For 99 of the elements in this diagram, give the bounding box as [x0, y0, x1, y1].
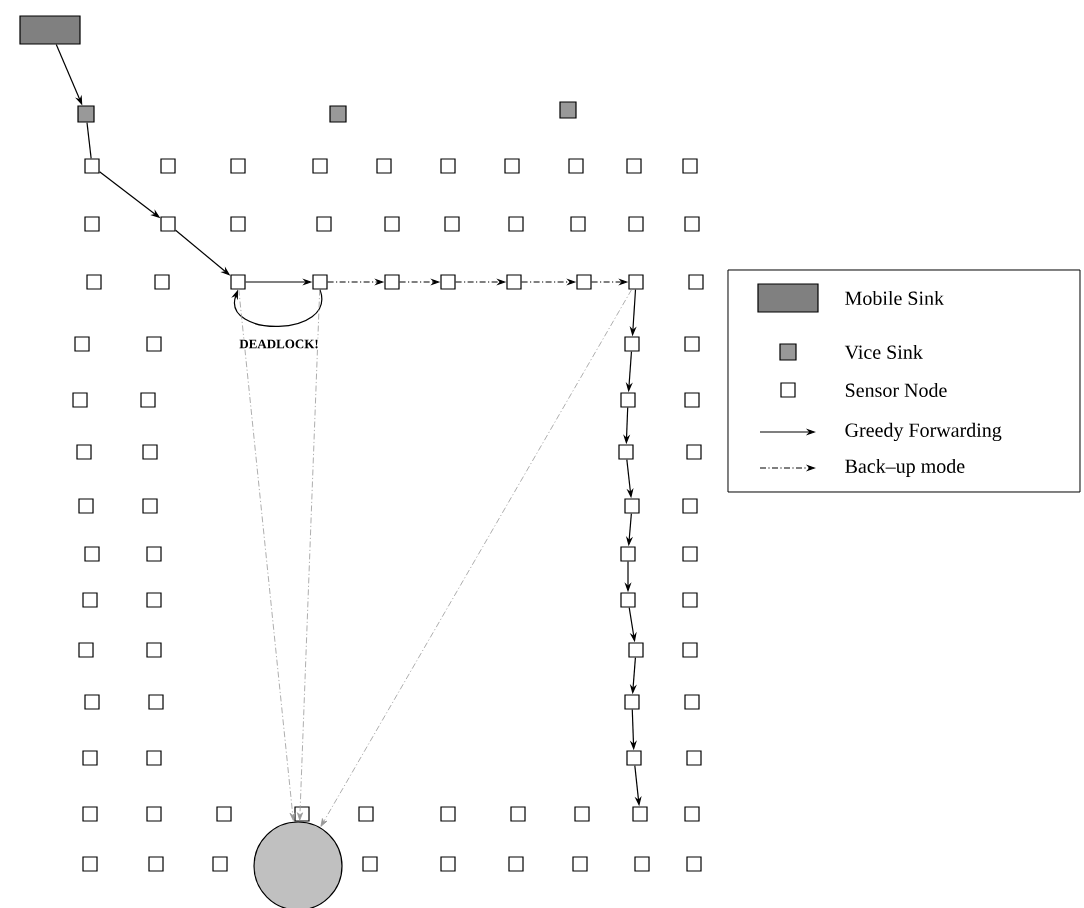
sensor-square — [682, 592, 698, 608]
curved-arrow — [231, 289, 323, 327]
vice-sink-square — [559, 101, 577, 119]
sensor-square — [628, 642, 644, 658]
sensor-square — [86, 274, 102, 290]
sensor-square — [84, 694, 100, 710]
sensor-square — [618, 444, 634, 460]
sensor-square — [212, 856, 228, 872]
sensor-square — [682, 546, 698, 562]
sensor-square — [510, 806, 526, 822]
sensor-square — [574, 806, 590, 822]
sensor-square — [384, 216, 400, 232]
sensor-square — [82, 806, 98, 822]
sensor-square — [146, 642, 162, 658]
sensor-square — [620, 546, 636, 562]
vice-sink-square — [77, 105, 95, 123]
sensor-square — [684, 806, 700, 822]
sensor-square — [626, 158, 642, 174]
sensor-square — [632, 806, 648, 822]
sensor-square — [576, 274, 592, 290]
sensor-square — [686, 856, 702, 872]
sensor-square — [160, 216, 176, 232]
sensor-square — [624, 336, 640, 352]
sensor-square — [686, 750, 702, 766]
sensor-square — [316, 216, 332, 232]
sensor-square — [142, 444, 158, 460]
legend-label: Vice Sink — [844, 344, 923, 360]
sensor-square — [82, 750, 98, 766]
sensor-square — [146, 592, 162, 608]
sensor-square — [154, 274, 170, 290]
sensor-square — [628, 274, 644, 290]
sensor-square — [682, 158, 698, 174]
sensor-square — [682, 642, 698, 658]
sensor-square — [384, 274, 400, 290]
sensor-square — [362, 856, 378, 872]
sensor-square — [84, 158, 100, 174]
sensor-square — [688, 274, 704, 290]
sensor-square — [572, 856, 588, 872]
sensor-square — [312, 158, 328, 174]
sensor-square — [570, 216, 586, 232]
sensor-square — [686, 444, 702, 460]
sensor-square — [160, 158, 176, 174]
sensor-square — [624, 694, 640, 710]
connector-line — [86, 122, 92, 159]
sensor-square — [358, 806, 374, 822]
sensor-square — [72, 392, 88, 408]
sensor-square — [74, 336, 90, 352]
sensor-square — [230, 274, 246, 290]
sensor-square — [84, 216, 100, 232]
sensor-square — [146, 546, 162, 562]
sensor-square — [140, 392, 156, 408]
sensor-square — [376, 158, 392, 174]
sensor-square — [82, 592, 98, 608]
legend-label: Mobile Sink — [845, 290, 945, 305]
sensor-square — [620, 392, 636, 408]
sink-circle — [253, 821, 343, 908]
sensor-square — [148, 694, 164, 710]
arrow — [297, 289, 321, 821]
sensor-square — [440, 158, 456, 174]
legend-label: Sensor Node — [845, 382, 947, 397]
sensor-square — [684, 392, 700, 408]
sensor-square — [84, 546, 100, 562]
sensor-square — [146, 750, 162, 766]
sensor-square — [508, 216, 524, 232]
sensor-square — [506, 274, 522, 290]
sensor-square — [682, 498, 698, 514]
sensor-square — [142, 498, 158, 514]
sensor-square — [568, 158, 584, 174]
sensor-square — [148, 856, 164, 872]
sensor-square — [146, 806, 162, 822]
sensor-square — [628, 216, 644, 232]
sensor-square — [684, 694, 700, 710]
arrow — [238, 289, 296, 821]
sensor-square — [620, 592, 636, 608]
sensor-square — [634, 856, 650, 872]
sensor-square — [78, 498, 94, 514]
sensor-square — [230, 216, 246, 232]
sensor-square — [82, 856, 98, 872]
sink-rectangle — [19, 15, 81, 45]
sensor-square — [440, 806, 456, 822]
legend-label: Greedy Forwarding — [845, 422, 1002, 442]
sensor-square — [504, 158, 520, 174]
sensor-square — [684, 216, 700, 232]
sensor-square — [684, 336, 700, 352]
sensor-square — [440, 274, 456, 290]
sensor-square — [508, 856, 524, 872]
sensor-square — [78, 642, 94, 658]
sensor-square — [146, 336, 162, 352]
sensor-square — [624, 498, 640, 514]
sensor-square — [216, 806, 232, 822]
vice-sink-square — [329, 105, 347, 123]
sensor-square — [626, 750, 642, 766]
arrow — [320, 289, 632, 827]
sensor-square — [76, 444, 92, 460]
sensor-square — [440, 856, 456, 872]
sensor-square — [444, 216, 460, 232]
sensor-square — [230, 158, 246, 174]
legend-label: Back–up mode — [845, 458, 965, 478]
sensor-square — [312, 274, 328, 290]
